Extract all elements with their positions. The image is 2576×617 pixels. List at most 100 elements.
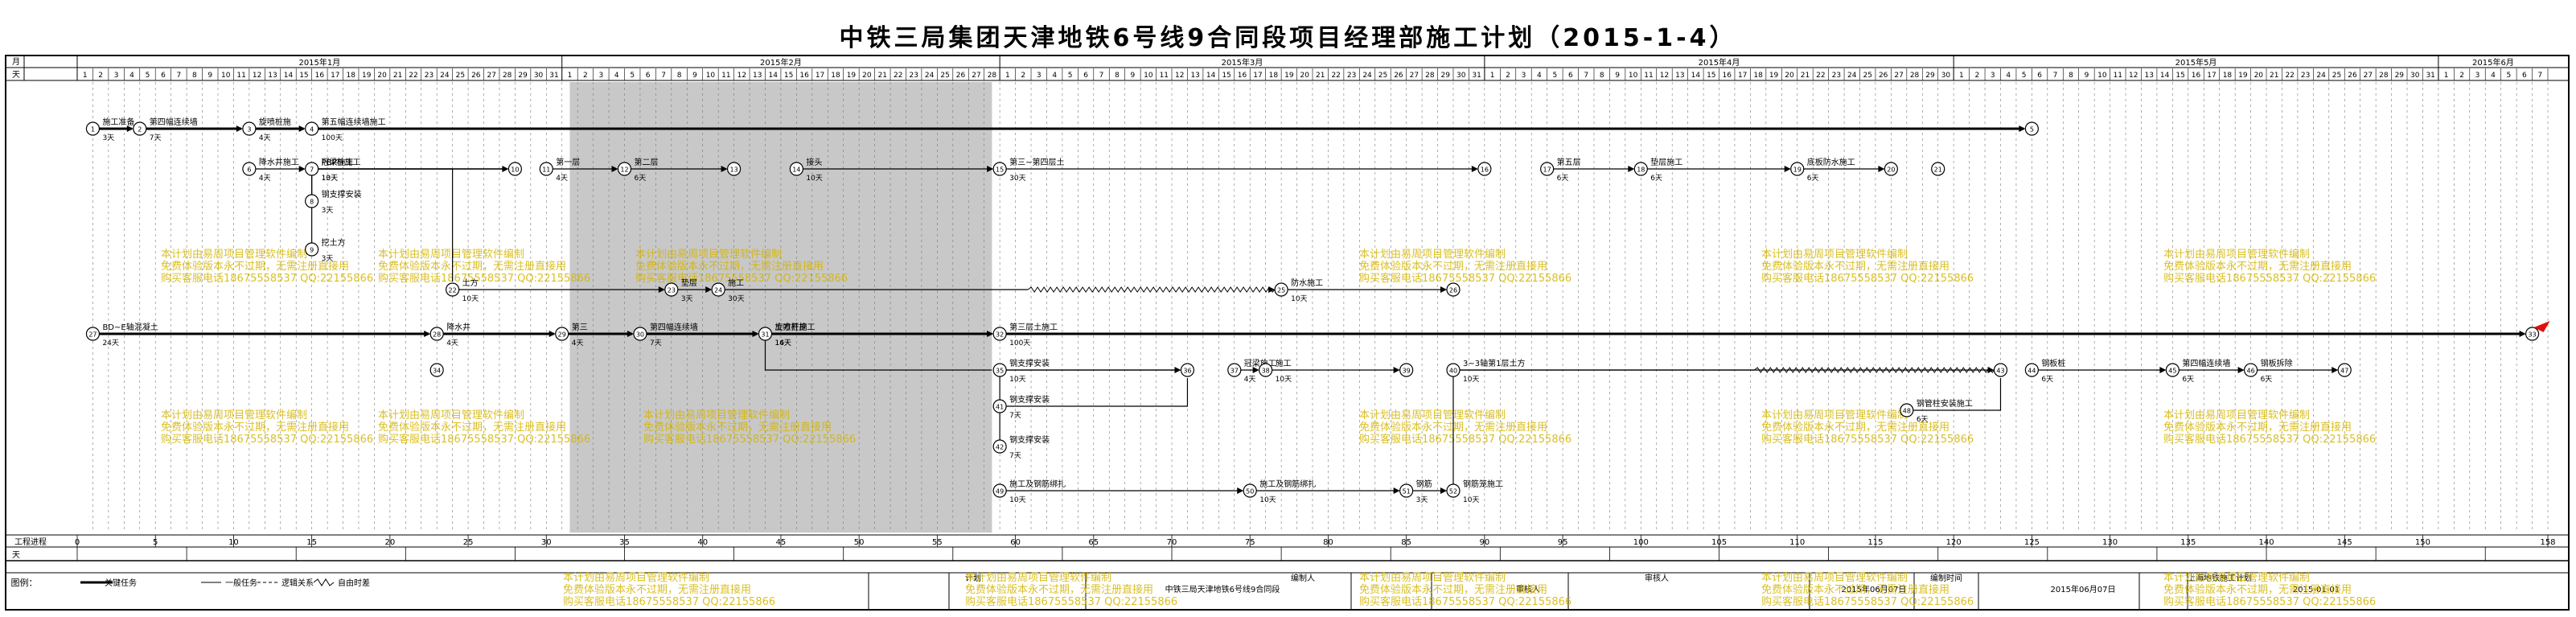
arrow-head [548, 331, 556, 337]
day-label: 16 [1238, 72, 1247, 80]
event-node [305, 242, 319, 257]
event-node-number: 49 [996, 488, 1004, 496]
task-label: 钢板拆除 [2261, 358, 2293, 368]
arrow-head [1628, 166, 1635, 172]
day-label: 7 [661, 72, 666, 80]
event-node [429, 363, 444, 377]
day-label: 3 [114, 72, 119, 80]
day-label: 20 [2254, 72, 2264, 80]
event-node [992, 399, 1007, 413]
event-node-number: 17 [1543, 167, 1551, 174]
info-cell: 2015年06月07日 [1842, 584, 1907, 594]
task-duration: 4天 [572, 339, 584, 348]
day-label: 14 [1206, 72, 1216, 80]
day-label: 26 [1394, 72, 1403, 80]
event-node-number: 45 [2168, 368, 2176, 375]
info-cell: 中铁三局天津地铁6号线9合同段 [1165, 584, 1280, 594]
event-node-number: 40 [1449, 368, 1457, 375]
day-label: 26 [2348, 72, 2357, 80]
day-label: 14 [768, 72, 778, 80]
event-node-number: 13 [730, 167, 738, 174]
day-label: 6 [1568, 72, 1573, 80]
day-label: 10 [1629, 72, 1638, 80]
day-label: 13 [1675, 72, 1684, 80]
event-node-number: 25 [1277, 287, 1285, 294]
day-label: 17 [1738, 72, 1747, 80]
event-node [664, 282, 679, 297]
arrow-head [1393, 487, 1400, 494]
legend-label: 图例： [11, 577, 38, 588]
watermark-text: 购买客服电话18675558537 QQ:22155866 [1761, 433, 1974, 446]
watermark-text: 本计划由易周项目管理软件编制 [161, 409, 307, 422]
task-label: 钢支撑安装 [322, 189, 362, 199]
event-node-number: 21 [1934, 167, 1942, 174]
watermark-text: 免费体验版本永不过期，无需注册直接用 [635, 260, 824, 273]
day-label: 2 [1506, 72, 1510, 80]
task-label: 第四幅连续墙 [150, 117, 198, 127]
event-node-number: 43 [1996, 368, 2004, 375]
info-cell: 上海地铁施工计划 [2188, 573, 2252, 583]
task-duration: 6天 [2261, 376, 2273, 384]
day-label: 1 [83, 72, 88, 80]
day-label: 3 [598, 72, 603, 80]
event-node [1446, 363, 1461, 377]
watermark-text: 免费体验版本永不过期，无需注册直接用 [965, 583, 1153, 596]
day-label: 31 [549, 72, 558, 80]
event-node [1446, 282, 1461, 297]
task-label: 第五层 [1557, 157, 1581, 167]
day-label: 26 [1879, 72, 1888, 80]
event-node-number: 16 [1481, 167, 1489, 174]
task-label: 第三~第四层土 [1009, 157, 1064, 167]
watermark-text: 本计划由易周项目管理软件编制 [1761, 249, 1908, 261]
task-duration: 6天 [1650, 175, 1662, 183]
event-node-number: 14 [792, 167, 800, 174]
day-label: 3 [2475, 72, 2480, 80]
task-duration: 100天 [1009, 339, 1030, 348]
arrow-head [2237, 367, 2245, 373]
day-label: 24 [925, 72, 935, 80]
task-label: 第三层土施工 [1009, 322, 1058, 332]
arrow-head [1784, 166, 1791, 172]
watermark-text: 购买客服电话18675558537 QQ:22155866 [1359, 272, 1571, 285]
day-label: 4 [1537, 72, 1542, 80]
month-label: 2015年4月 [1699, 57, 1740, 68]
event-node [1540, 162, 1555, 176]
day-label: 25 [456, 72, 465, 80]
day-label: 20 [1300, 72, 1310, 80]
task-duration: 4天 [259, 134, 271, 142]
free-float-line [1027, 286, 1276, 293]
day-label: 15 [2175, 72, 2184, 80]
event-node-number: 6 [247, 167, 251, 174]
event-node-number: 11 [542, 167, 550, 174]
event-node [539, 162, 553, 176]
event-node [789, 162, 803, 176]
day-label: 1 [2444, 72, 2449, 80]
task-duration: 3天 [1416, 496, 1428, 504]
task-duration: 10天 [1009, 496, 1025, 504]
watermark-text: 购买客服电话18675558537 QQ:22155866 [161, 433, 373, 446]
task-arrow [764, 340, 992, 371]
day-label: 12 [1660, 72, 1669, 80]
day-label: 27 [1410, 72, 1419, 80]
day-label: 30 [1456, 72, 1466, 80]
task-label: 钢板桩 [2041, 358, 2065, 368]
event-node-number: 19 [1793, 167, 1802, 174]
info-cell: 计划 [965, 573, 981, 583]
day-label: 29 [1925, 72, 1935, 80]
event-node-number: 39 [1403, 368, 1411, 375]
event-node-number: 20 [1887, 167, 1895, 174]
event-node-number: 36 [1183, 368, 1191, 375]
arrow-head [1878, 166, 1885, 172]
day-label: 11 [2114, 72, 2122, 80]
finish-flag-icon [2533, 321, 2550, 332]
event-node [1931, 162, 1945, 176]
day-label: 16 [2192, 72, 2201, 80]
day-label: 5 [1552, 72, 1557, 80]
day-label: 18 [831, 72, 840, 80]
task-duration: 14天 [774, 339, 791, 348]
event-node [1477, 162, 1492, 176]
day-label: 4 [2491, 72, 2496, 80]
task-duration: 7天 [1009, 412, 1021, 420]
day-label: 10 [221, 72, 231, 80]
task-duration: 6天 [635, 175, 647, 183]
